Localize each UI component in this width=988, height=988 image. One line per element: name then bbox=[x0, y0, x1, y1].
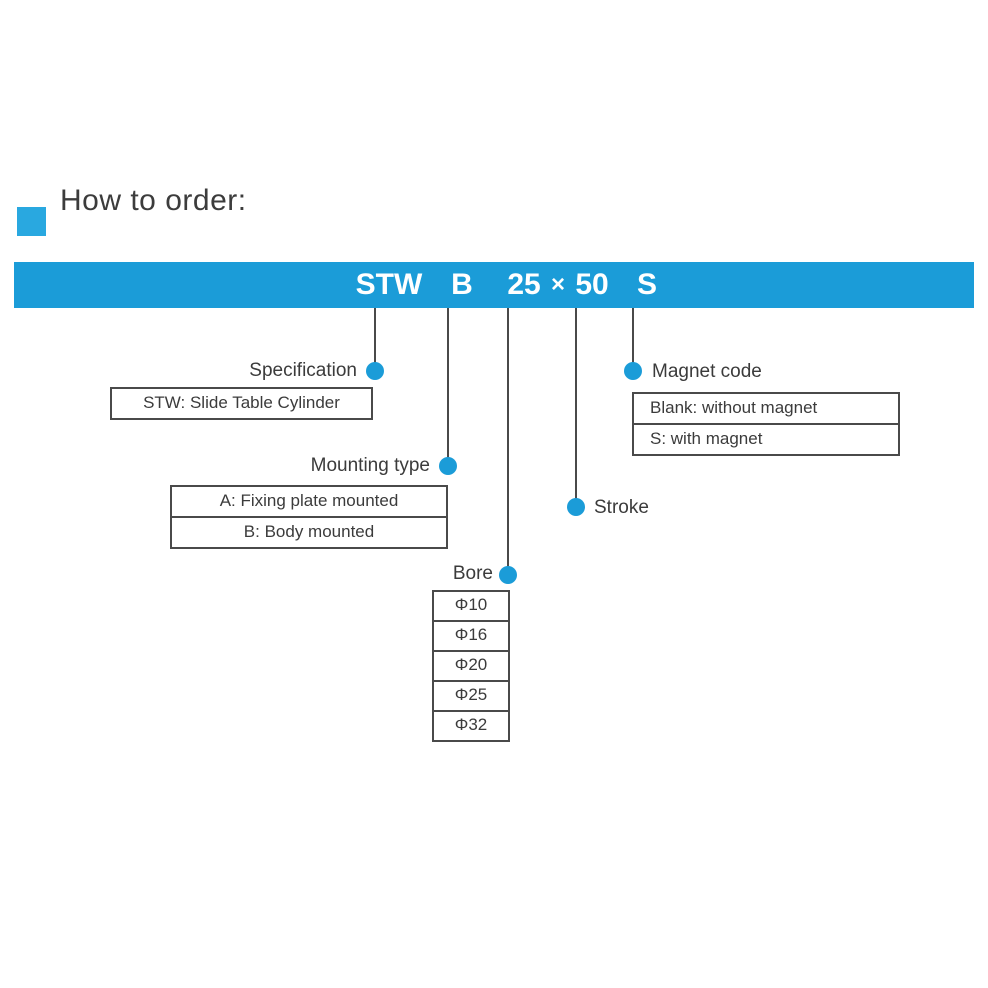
mounting-type-row: B: Body mounted bbox=[172, 516, 446, 547]
specification-label: Specification bbox=[249, 360, 357, 381]
bore-row: Φ25 bbox=[434, 680, 508, 710]
code-times-sign: × bbox=[550, 271, 566, 298]
connector-line-magnet bbox=[632, 308, 634, 363]
bore-row: Φ10 bbox=[454, 595, 488, 614]
specification-box: STW: Slide Table Cylinder bbox=[110, 387, 373, 420]
magnet-code-box: Blank: without magnet S: with magnet bbox=[632, 392, 900, 456]
connector-line-mounting bbox=[447, 308, 449, 458]
code-bore: 25 bbox=[507, 268, 541, 301]
specification-row: STW: Slide Table Cylinder bbox=[143, 393, 340, 412]
magnet-code-row: Blank: without magnet bbox=[650, 398, 818, 417]
mounting-type-label: Mounting type bbox=[310, 455, 430, 476]
mounting-dot-icon bbox=[439, 457, 457, 475]
bore-dot-icon bbox=[499, 566, 517, 584]
bore-row: Φ20 bbox=[434, 650, 508, 680]
connector-line-stroke bbox=[575, 308, 577, 499]
heading-bullet-square bbox=[17, 207, 46, 236]
code-series: STW bbox=[355, 268, 423, 301]
mounting-type-box: A: Fixing plate mounted B: Body mounted bbox=[170, 485, 448, 549]
mounting-type-row: A: Fixing plate mounted bbox=[219, 491, 399, 510]
page-title: How to order: bbox=[60, 184, 247, 217]
connector-line-specification bbox=[374, 308, 376, 363]
magnet-code-label: Magnet code bbox=[652, 361, 762, 382]
code-mounting: B bbox=[451, 268, 473, 301]
bore-row: Φ32 bbox=[434, 710, 508, 740]
code-stroke: 50 bbox=[575, 268, 609, 301]
specification-dot-icon bbox=[366, 362, 384, 380]
bore-label: Bore bbox=[452, 563, 493, 584]
bore-box: Φ10 Φ16 Φ20 Φ25 Φ32 bbox=[432, 590, 510, 742]
magnet-code-row: S: with magnet bbox=[634, 423, 898, 454]
connector-line-bore bbox=[507, 308, 509, 567]
code-magnet: S bbox=[636, 268, 658, 301]
stroke-dot-icon bbox=[567, 498, 585, 516]
order-code-banner: STW B 25 × 50 S bbox=[14, 262, 974, 308]
bore-row: Φ16 bbox=[434, 620, 508, 650]
magnet-dot-icon bbox=[624, 362, 642, 380]
stroke-label: Stroke bbox=[594, 497, 649, 518]
